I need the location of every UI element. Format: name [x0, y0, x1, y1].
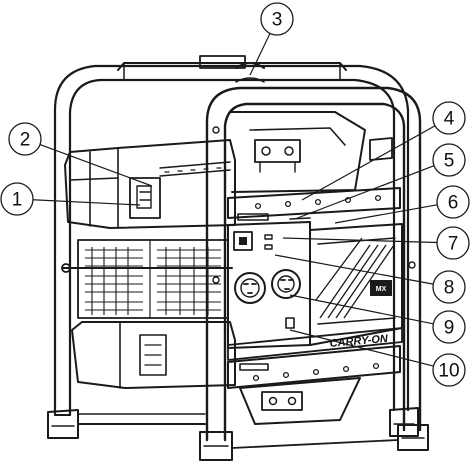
upper-enclosure [229, 111, 393, 193]
lower-enclosure [227, 345, 401, 425]
callout-number-3: 3 [272, 10, 283, 31]
callout-leader-6 [334, 204, 438, 224]
callout-number-9: 9 [444, 318, 455, 339]
front-frame [199, 86, 429, 461]
callout-leader-7 [282, 237, 438, 244]
callout-leader-1 [32, 199, 141, 206]
callout-circle-10 [432, 353, 466, 387]
callout-leader-5 [294, 165, 435, 220]
callouts: 1 2 3 4 5 6 7 8 9 10 [0, 2, 470, 387]
brand-badge [370, 280, 392, 296]
top-handle [117, 55, 347, 83]
callout-number-8: 8 [444, 278, 455, 299]
callout-circle-4 [432, 101, 466, 135]
brand-label: CARRY-ON [329, 333, 389, 350]
callout-circle-7 [436, 226, 470, 260]
callout-circle-2 [8, 122, 42, 156]
callout-number-2: 2 [20, 130, 31, 151]
callout-number-6: 6 [448, 193, 459, 214]
callout-leader-8 [274, 254, 434, 285]
callout-circle-9 [432, 310, 466, 344]
callout-circle-3 [260, 2, 294, 36]
callout-leader-9 [289, 294, 434, 325]
callout-number-10: 10 [438, 361, 459, 382]
callout-circle-6 [436, 185, 470, 219]
left-housing [61, 139, 236, 389]
callout-number-7: 7 [448, 234, 459, 255]
brand-badge-text: MX [376, 286, 387, 293]
callout-circle-8 [432, 270, 466, 304]
control-panel: MX CARRY-ON [227, 187, 403, 361]
callout-leader-2 [39, 143, 153, 187]
callout-number-5: 5 [444, 151, 455, 172]
callout-leader-4 [301, 125, 436, 201]
callout-circle-1 [0, 182, 34, 216]
callout-circle-5 [432, 143, 466, 177]
callout-number-4: 4 [444, 109, 455, 130]
callout-leader-10 [289, 329, 434, 367]
callout-leader-3 [249, 33, 271, 76]
callout-number-1: 1 [12, 190, 23, 211]
